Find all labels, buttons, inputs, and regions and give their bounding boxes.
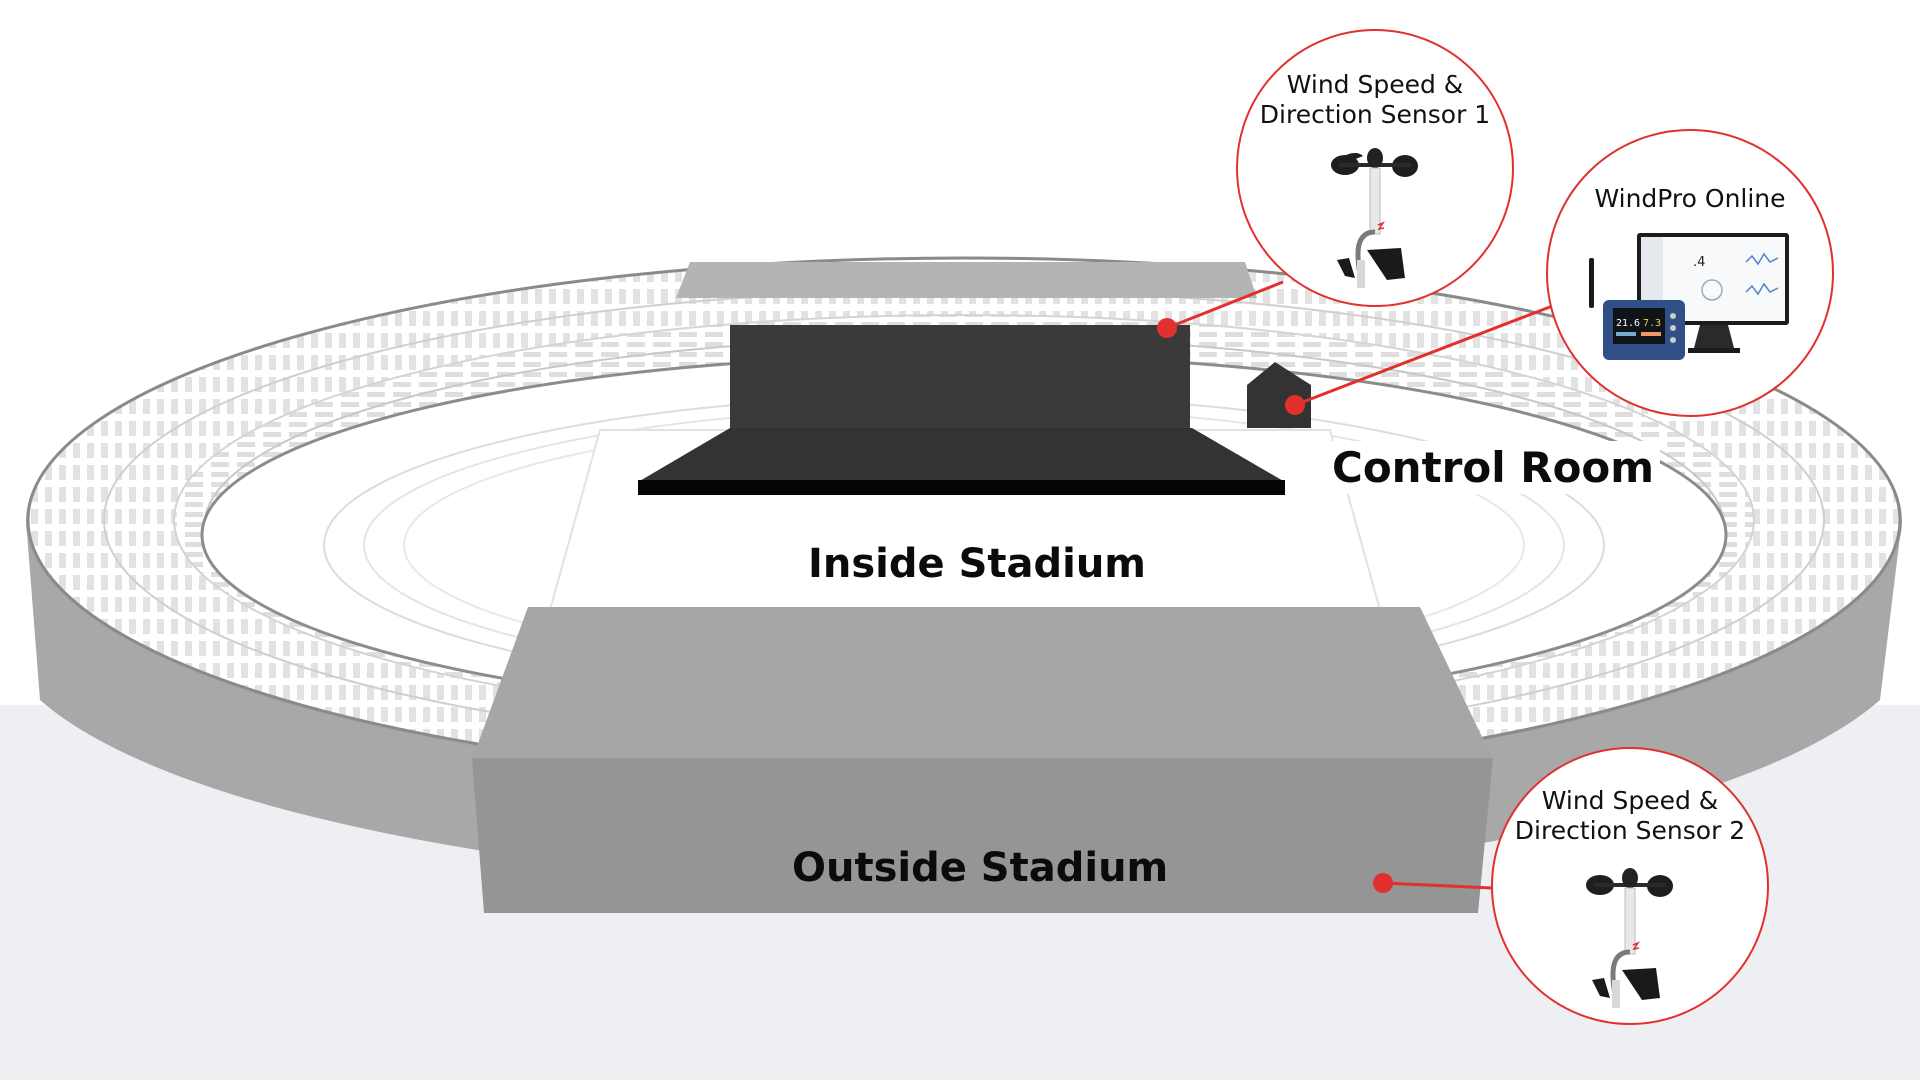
sensor1-marker <box>1157 318 1177 338</box>
sensor2-title-line2: Direction Sensor 2 <box>1514 816 1746 845</box>
logger-reading-2: 7.3 <box>1643 318 1661 329</box>
anemometer-icon <box>1586 868 1673 1008</box>
inside-stadium-label: Inside Stadium <box>808 541 1146 587</box>
sensor1-title-line2: Direction Sensor 1 <box>1259 100 1491 129</box>
back-roof <box>676 262 1257 298</box>
monitor-reading: .4 <box>1693 255 1705 270</box>
windpro-title: WindPro Online <box>1565 184 1815 214</box>
sensor1-title-line1: Wind Speed & <box>1286 70 1464 99</box>
antenna-icon <box>1589 258 1594 308</box>
anemometer-icon <box>1331 148 1418 288</box>
logger-reading-1: 21.6 <box>1616 318 1640 329</box>
windpro-title-text: WindPro Online <box>1594 184 1786 213</box>
outside-stadium-block <box>472 607 1493 913</box>
grandstand <box>638 325 1285 495</box>
sensor1-title: Wind Speed & Direction Sensor 1 <box>1250 70 1500 130</box>
connectors <box>1166 280 1556 890</box>
sensor2-title: Wind Speed & Direction Sensor 2 <box>1505 786 1755 846</box>
control-room-marker <box>1285 395 1305 415</box>
control-room-label: Control Room <box>1326 441 1661 494</box>
data-logger-icon: 21.6 7.3 <box>1603 300 1685 360</box>
sensor2-marker <box>1373 873 1393 893</box>
outside-stadium-label: Outside Stadium <box>792 845 1169 891</box>
sensor2-title-line1: Wind Speed & <box>1541 786 1719 815</box>
